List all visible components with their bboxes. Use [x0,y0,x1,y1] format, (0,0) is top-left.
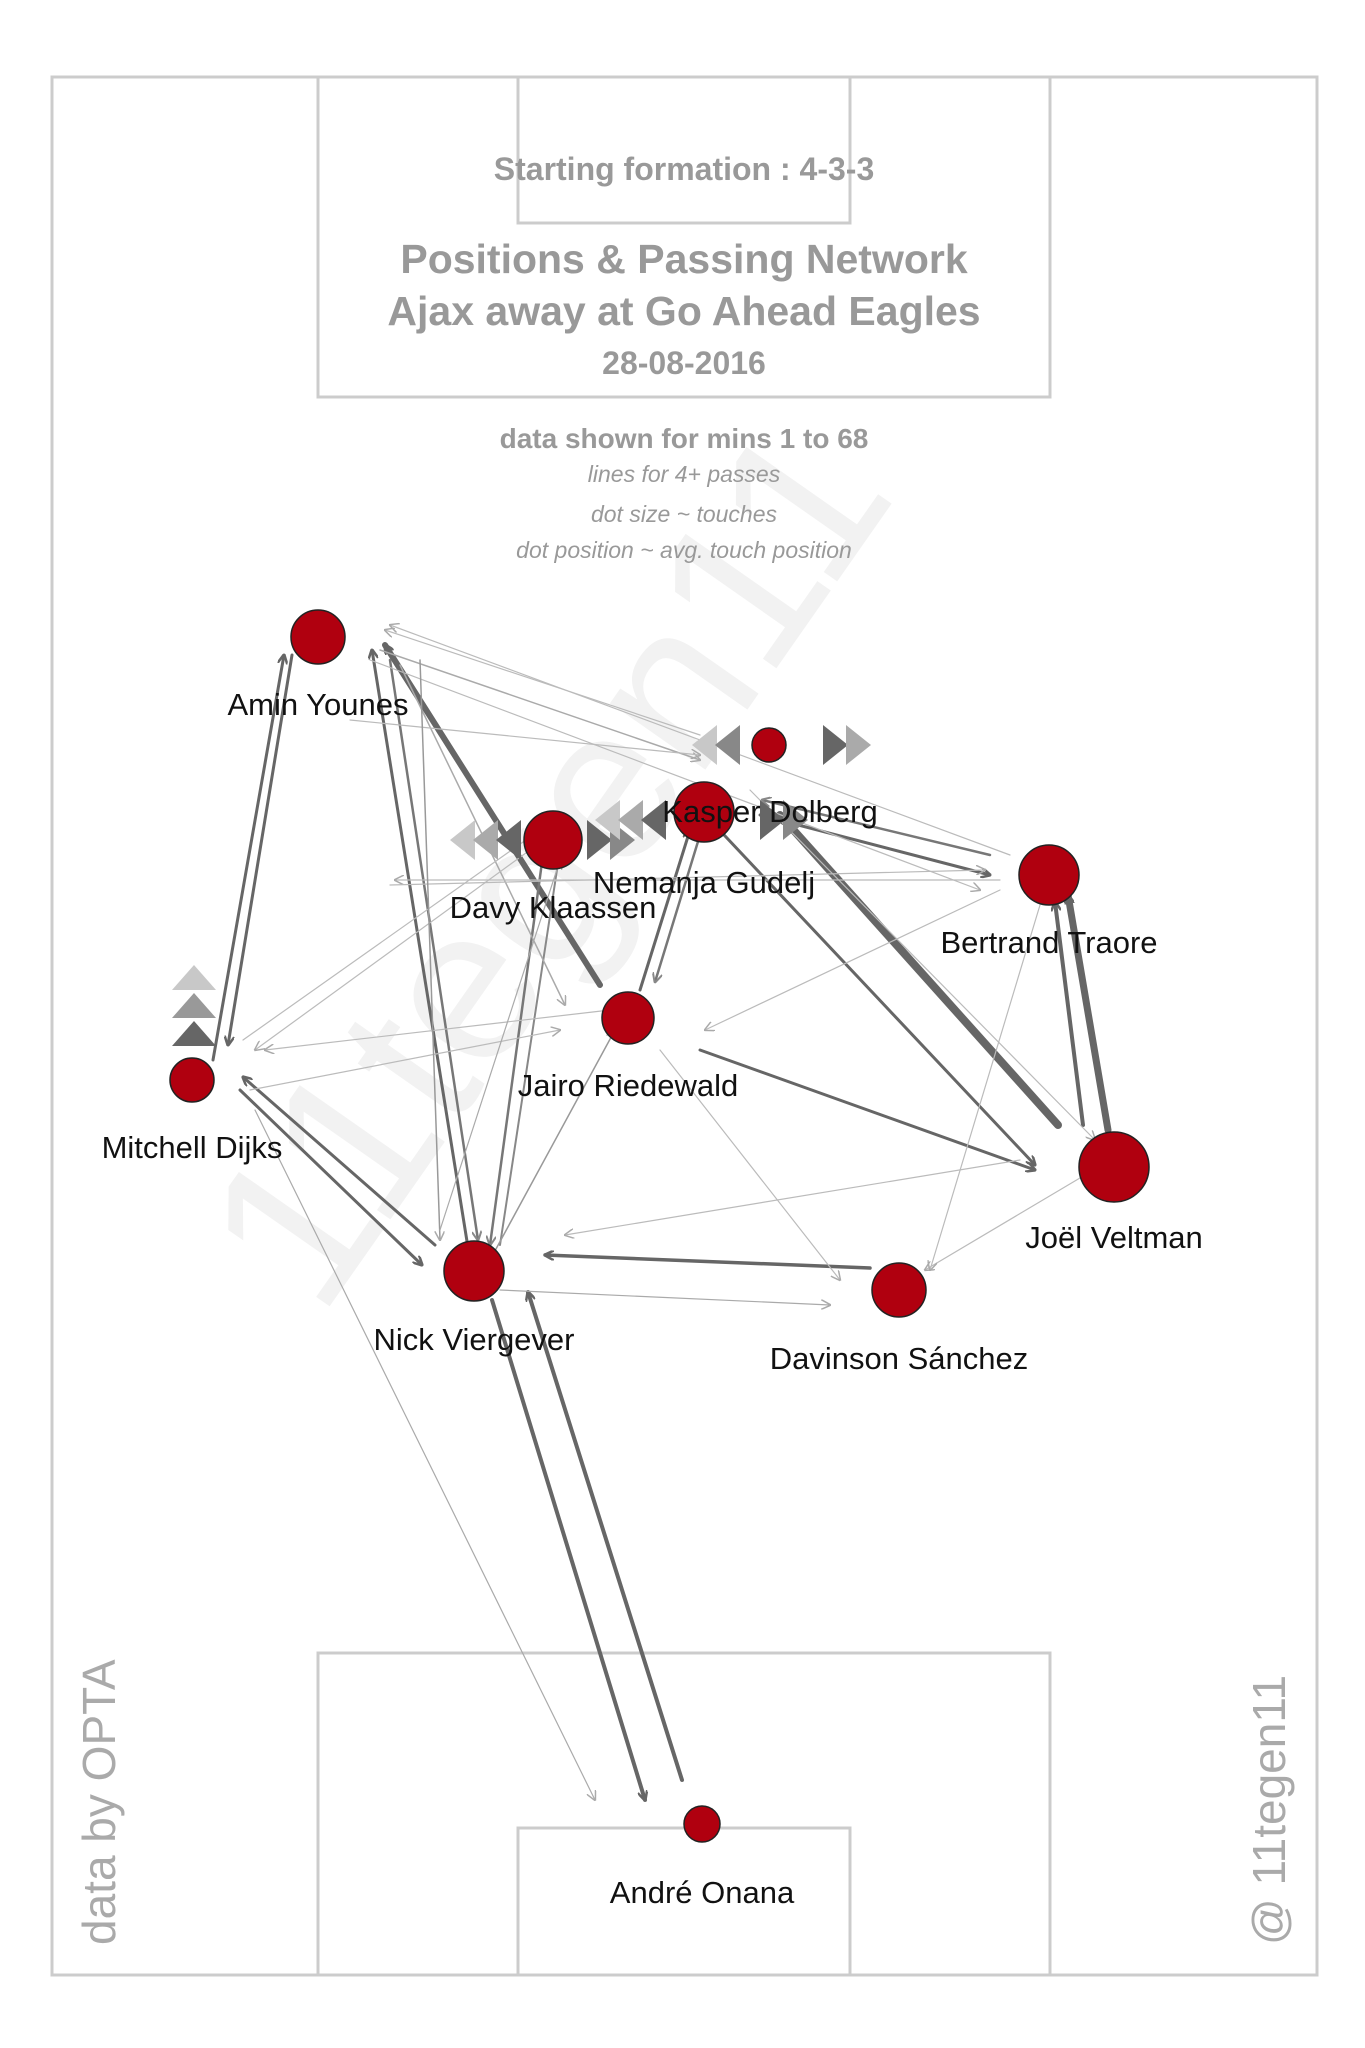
author-credit: @ 11tegen11 [1243,1675,1295,1945]
player-dot-bertrand-traore [1018,844,1080,906]
pass-line [776,811,1062,1129]
pass-line [254,1109,595,1800]
player-dot-mitchell-dijks [169,1057,215,1103]
pass-line [659,1049,840,1280]
pass-line [419,659,440,1240]
pass-line [543,1255,872,1270]
pass-line [489,1030,615,1261]
pass-line [242,830,540,1041]
data-source-credit: data by OPTA [73,1659,125,1945]
pass-line [749,789,1095,1140]
pass-line [372,650,472,1262]
substitution-markers [172,725,871,1046]
pass-line [638,830,690,992]
player-dot-jairo-riedewald [601,991,655,1045]
sub-arrows-klaassen [450,820,635,860]
player-label-davinson-sanchez: Davinson Sánchez [770,1341,1029,1376]
pass-line [930,904,1041,1270]
pass-line [349,719,700,755]
player-labels: Amin Younes Kasper Dolberg Davy Klaassen… [102,687,1203,1910]
pass-line [528,1292,684,1782]
top-goal-box [516,75,852,225]
pass-line [238,1088,422,1265]
pass-line [499,1289,830,1305]
data-shown-label: data shown for mins 1 to 68 [500,423,869,454]
player-dot-kasper-dolberg [673,781,735,843]
pass-line [1068,891,1112,1134]
player-label-joel-veltman: Joël Veltman [1025,1220,1203,1255]
pass-line [439,860,560,1231]
title-line-1: Positions & Passing Network [400,236,967,282]
pass-line [925,1174,1086,1270]
player-dots [169,609,1150,1843]
player-dot-amin-younes [290,609,346,665]
player-dot-davy-klaassen [523,810,583,870]
pitch-markings [50,75,1319,1977]
note-dot-size: dot size ~ touches [591,501,778,527]
pass-line [708,818,1035,1165]
pass-line [1055,900,1085,1127]
player-label-andre-onana: André Onana [610,1875,795,1910]
note-lines: lines for 4+ passes [588,461,781,487]
player-dot-joel-veltman [1078,1131,1150,1203]
player-label-mitchell-dijks: Mitchell Dijks [102,1130,283,1165]
pass-line [228,653,294,1045]
sub-arrows-left-dolberg-sub [692,725,871,765]
pass-line [705,889,1001,1030]
pass-line [389,870,985,886]
pass-line [379,649,700,760]
sub-arrows-dijks [172,965,216,1046]
pass-line [490,1298,645,1800]
pass-line [265,1009,611,1050]
player-label-nemanja-gudelj: Nemanja Gudelj [593,865,815,900]
bottom-penalty-box [316,1651,1052,1977]
match-date: 28-08-2016 [602,345,766,381]
player-label-kasper-dolberg: Kasper Dolberg [662,794,877,829]
pass-line [369,659,980,890]
pass-lines [211,625,1112,1800]
sub-arrows-gudelj [595,800,808,840]
pass-line [698,1048,1035,1170]
pass-line [385,630,701,736]
pass-line [762,800,992,857]
pass-line [499,850,560,1246]
player-label-jairo-riedewald: Jairo Riedewald [518,1068,739,1103]
player-label-amin-younes: Amin Younes [228,687,409,722]
player-label-bertrand-traore: Bertrand Traore [940,925,1157,960]
note-dot-position: dot position ~ avg. touch position [516,537,852,563]
player-dot-davinson-sanchez [871,1262,927,1318]
pass-line [490,838,547,1245]
pass-line [211,655,284,1062]
pass-line [249,1030,560,1091]
pass-line [255,849,531,1050]
pass-line [565,1159,1021,1235]
player-dot-nick-viergever [443,1240,505,1302]
title-line-2: Ajax away at Go Ahead Eagles [387,288,980,334]
player-label-nick-viergever: Nick Viergever [373,1322,574,1357]
pass-line [655,833,702,982]
pass-line [388,658,478,1240]
player-dot-andre-onana [683,1805,721,1843]
player-label-davy-klaassen: Davy Klaassen [450,890,657,925]
player-dot-sub [751,727,787,763]
formation-label: Starting formation : 4-3-3 [494,151,874,187]
pass-line [243,1077,437,1247]
